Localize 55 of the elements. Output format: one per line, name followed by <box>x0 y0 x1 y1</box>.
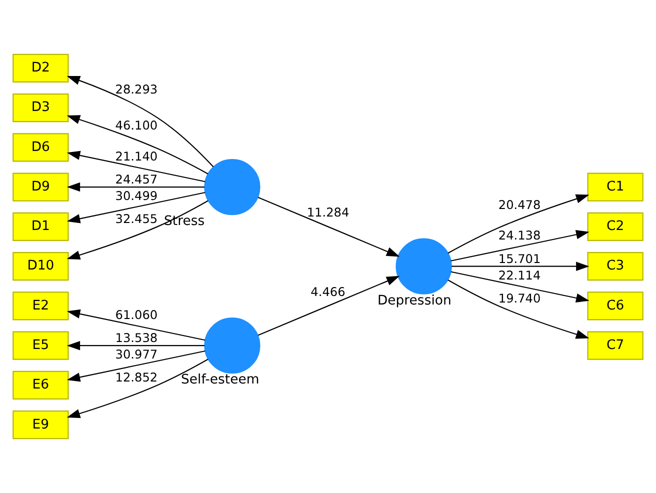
edge-label: 32.455 <box>115 212 158 226</box>
edge-label: 13.538 <box>115 331 158 346</box>
node-circle <box>204 318 260 374</box>
arrow <box>66 115 208 174</box>
node-box: C6 <box>587 292 644 320</box>
node-box: D1 <box>12 212 69 241</box>
edge-label: 15.701 <box>498 252 541 266</box>
edge-label: 12.852 <box>115 370 158 385</box>
arrow <box>66 309 206 341</box>
arrow <box>448 280 590 339</box>
edge-label: 28.293 <box>115 82 158 96</box>
arrow <box>448 194 590 254</box>
node-label: Depression <box>378 293 452 308</box>
node-box: C3 <box>587 252 644 281</box>
arrow <box>450 230 590 262</box>
arrow <box>450 271 590 303</box>
edge-label: 22.114 <box>498 268 541 282</box>
arrow <box>66 150 206 182</box>
edge-label: 11.284 <box>306 206 350 220</box>
arrow <box>66 182 205 192</box>
edge-label: 24.138 <box>498 228 541 243</box>
node-box: E2 <box>12 292 69 320</box>
node-box: C2 <box>587 212 644 241</box>
edge-label: 24.457 <box>115 172 158 187</box>
node-box: D9 <box>12 172 69 202</box>
arrow <box>66 340 205 350</box>
node-box: D3 <box>12 93 69 122</box>
edge-label: 4.466 <box>310 284 346 299</box>
arrow <box>66 358 208 418</box>
node-box: C7 <box>587 331 644 360</box>
node-circle <box>204 158 260 216</box>
edge-label: 61.060 <box>115 308 158 322</box>
node-box: C1 <box>587 172 644 202</box>
node-box: E9 <box>12 410 69 440</box>
edge-label: 19.740 <box>498 291 541 306</box>
arrow <box>258 196 400 257</box>
arrow <box>66 192 206 224</box>
edge-label: 30.499 <box>115 189 158 204</box>
arrow <box>66 76 214 168</box>
edge-label: 30.977 <box>115 348 158 362</box>
node-box: D10 <box>12 252 69 281</box>
node-box: E5 <box>12 331 69 360</box>
node-box: E6 <box>12 370 69 400</box>
edge-label: 20.478 <box>498 198 541 212</box>
arrow <box>66 350 206 382</box>
node-box: D2 <box>12 54 69 82</box>
node-circle <box>396 238 452 294</box>
arrow <box>452 262 590 271</box>
edge-label: 21.140 <box>115 149 158 164</box>
arrow <box>66 200 208 260</box>
node-label: Self-esteem <box>181 372 260 388</box>
node-box: D6 <box>12 133 69 162</box>
node-label: Stress <box>164 214 205 230</box>
edge-label: 46.100 <box>115 118 158 133</box>
arrow <box>258 276 400 336</box>
